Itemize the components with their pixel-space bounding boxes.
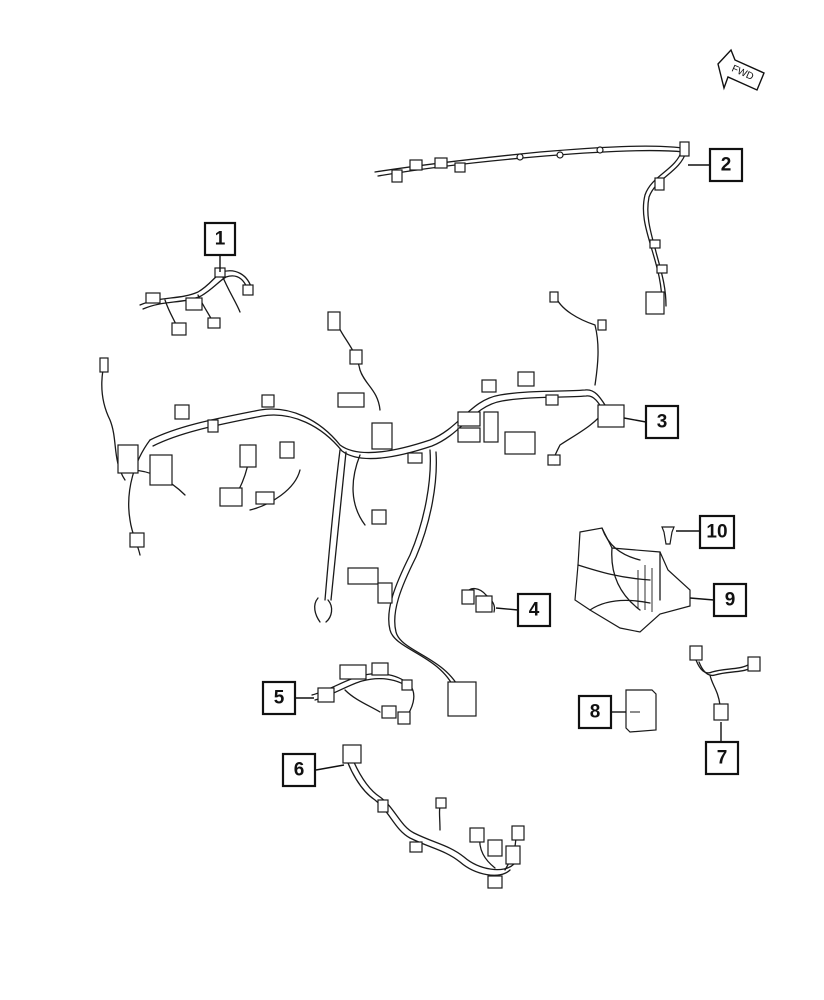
callout-4-label: 4 [529,600,540,621]
harness-2-drawing [374,141,690,315]
harness-1-drawing [139,267,254,336]
fastener-10-drawing [661,526,675,545]
leader-3 [623,417,647,423]
callout-10-label: 10 [706,522,727,543]
callout-2: 2 [708,147,744,183]
callout-8-label: 8 [590,702,601,723]
callout-7-label: 7 [717,748,728,769]
callout-9-label: 9 [725,590,736,611]
callout-1-label: 1 [215,229,226,250]
callout-1: 1 [203,221,237,257]
jumper-7-drawing [689,645,761,721]
callout-3: 3 [644,404,680,440]
leader-4 [495,607,519,611]
harness-3-drawing [99,291,625,717]
leader-6 [315,764,345,771]
callout-3-label: 3 [657,412,668,433]
connector-4-drawing [461,587,496,613]
callout-8: 8 [577,694,613,730]
callout-6: 6 [281,752,317,788]
callout-5-label: 5 [274,688,285,709]
fwd-arrow-icon: FWD [717,48,765,91]
harness-6-drawing [342,744,525,889]
harness-5-drawing [311,662,415,725]
callout-10: 10 [698,514,736,550]
callout-2-label: 2 [721,155,732,176]
module-8-drawing [625,689,657,733]
callout-9: 9 [712,582,748,618]
callout-5: 5 [261,680,297,716]
leader-9 [689,597,715,601]
bracket-9-drawing [574,527,691,633]
callout-7: 7 [704,740,740,776]
callout-6-label: 6 [294,760,305,781]
callout-4: 4 [516,592,552,628]
